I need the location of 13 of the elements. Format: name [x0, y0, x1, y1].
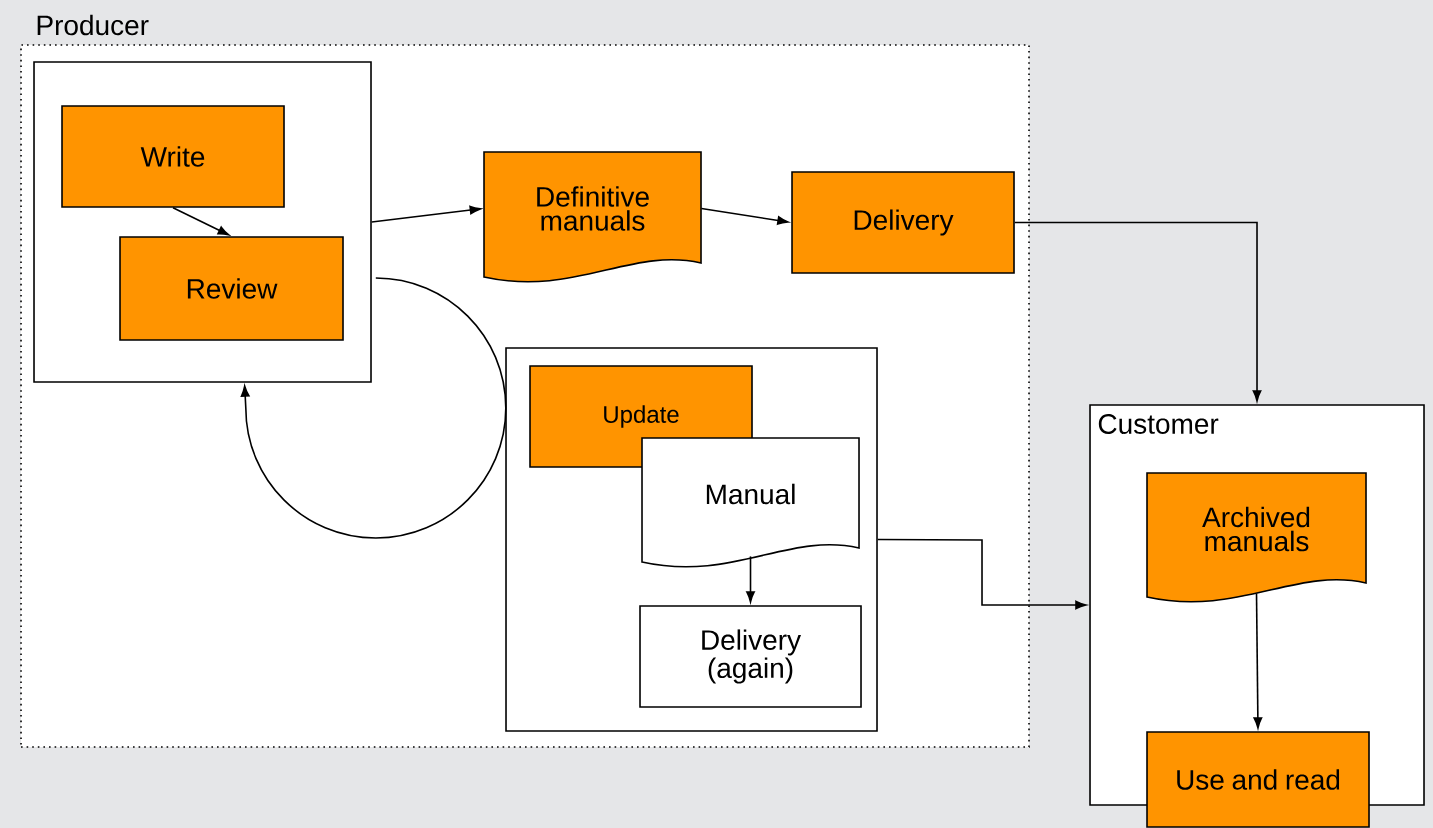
arrow: [172, 207, 230, 236]
arrow: [700, 207, 789, 225]
arrow: [1014, 221, 1262, 402]
arrow: [746, 555, 755, 603]
process-box: Use and read: [1146, 731, 1370, 828]
arrow: [240, 277, 507, 539]
arrow: [877, 538, 1087, 610]
arrow: [1253, 592, 1263, 729]
process-box: Delivery: [791, 171, 1015, 274]
node-label: Producer: [37, 14, 149, 36]
process-box: Write: [61, 105, 285, 208]
process-box: Delivery (again): [639, 605, 862, 708]
process-box: Review: [119, 236, 344, 341]
